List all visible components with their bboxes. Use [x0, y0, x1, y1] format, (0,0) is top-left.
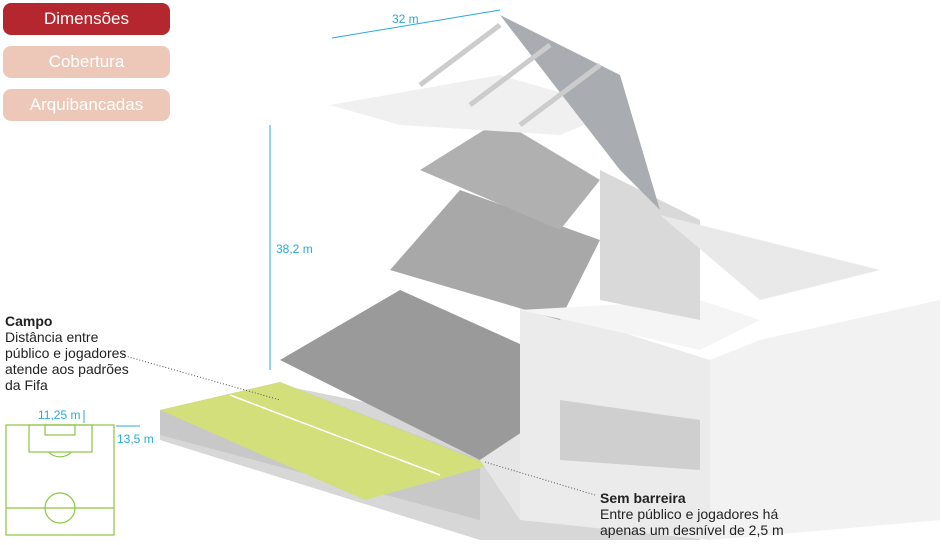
building-side: [710, 300, 940, 540]
field-annotation: Campo Distância entre público e jogadore…: [5, 313, 130, 393]
side-distance-label: 13,5 m: [117, 432, 154, 446]
height-label: 38,2 m: [276, 242, 313, 256]
barrier-leader-line: [484, 461, 596, 496]
field-title: Campo: [5, 313, 53, 329]
roof-width-dimension-line: [331, 9, 501, 39]
goal-area-label: 11,25 m: [38, 408, 81, 422]
roof-strut: [468, 43, 552, 107]
roof-strut: [418, 23, 502, 87]
tab-cobertura[interactable]: Cobertura: [3, 46, 170, 78]
tab-arquibancadas[interactable]: Arquibancadas: [3, 89, 170, 121]
rear-canopy: [660, 215, 880, 300]
glass-facade: [600, 170, 700, 320]
barrier-text: Entre público e jogadores há apenas um d…: [600, 506, 784, 538]
center-circle: [44, 492, 76, 524]
roof-support-wall: [500, 15, 660, 210]
garage-level: [560, 400, 700, 470]
roof: [330, 75, 620, 135]
barrier-annotation: Sem barreira Entre público e jogadores h…: [600, 490, 800, 538]
penalty-area: [28, 424, 93, 453]
field-leader-line: [121, 354, 281, 401]
roof-width-label: 32 m: [392, 12, 419, 26]
pitch-diagram: [5, 424, 115, 536]
top-stands: [420, 120, 600, 230]
tab-dimensoes[interactable]: Dimensões: [3, 3, 170, 35]
field-line: [229, 394, 441, 476]
goal-area: [44, 424, 76, 436]
barrier-title: Sem barreira: [600, 490, 686, 506]
roof-strut: [518, 63, 602, 127]
field-grass: [160, 382, 490, 500]
field-text: Distância entre público e jogadores aten…: [5, 329, 129, 393]
penalty-arc: [48, 451, 72, 458]
pitch-outline: [5, 424, 115, 536]
